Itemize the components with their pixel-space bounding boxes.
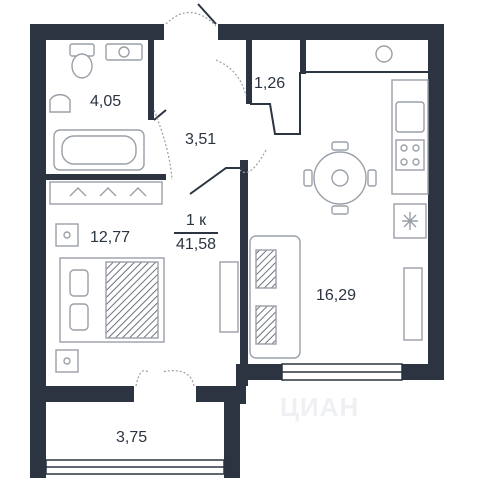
- bedroom-door-edge: [189, 167, 240, 195]
- wall-storage: [246, 40, 252, 104]
- inner-lines: [153, 71, 428, 195]
- wall-bath-bedroom: [46, 174, 166, 180]
- toilet-bowl: [71, 53, 93, 79]
- kitchen-sink: [395, 101, 425, 133]
- wall-storage-right: [300, 40, 306, 74]
- kitchen-counter: [391, 79, 429, 195]
- burner-3: [400, 158, 408, 166]
- living-tv-stand: [403, 267, 423, 341]
- burner-1: [400, 144, 408, 152]
- wall-left: [30, 24, 46, 404]
- sofa-cushion-top: [255, 249, 277, 289]
- area-label-bedroom: 12,77: [90, 229, 131, 246]
- chair-left: [303, 169, 313, 187]
- storage-outline: [250, 72, 301, 135]
- chair-bottom: [331, 205, 349, 215]
- rooms-count-label: 1 к: [185, 212, 207, 229]
- chair-right: [367, 169, 377, 187]
- storage-door-swing: [215, 59, 247, 97]
- wall-top-right: [218, 24, 444, 40]
- total-area-label: 41,58: [175, 235, 217, 253]
- furniture: [49, 43, 429, 373]
- lamp-top: [63, 231, 71, 239]
- hall-door-swing: [239, 149, 267, 174]
- wall-balcony-right: [224, 386, 240, 478]
- lamp-bottom: [63, 357, 71, 365]
- pillow-top: [69, 269, 89, 297]
- blanket: [105, 261, 159, 339]
- wall-bottom-bedroom-left: [30, 386, 134, 402]
- walls: [30, 24, 444, 478]
- fraction-bar: [174, 232, 218, 234]
- area-label-wc: 4,05: [90, 93, 122, 110]
- bedroom-tv-stand: [219, 261, 239, 333]
- dining-table-center: [331, 169, 349, 187]
- entrance-door: [197, 3, 217, 25]
- area-label-hall: 3,51: [185, 131, 217, 148]
- chair-top: [331, 141, 349, 151]
- snowflake-icon: [402, 212, 418, 230]
- entrance-door-swing: [165, 11, 217, 27]
- apartment-summary: 1 к 41,58: [168, 212, 224, 254]
- wall-balcony-left: [30, 386, 46, 478]
- watermark: ЦИАН: [280, 392, 360, 422]
- boiler: [375, 45, 393, 63]
- pillow-bottom: [69, 303, 89, 331]
- hangers: [69, 187, 147, 197]
- balcony-door-swing-left: [135, 370, 149, 387]
- sofa-cushion-bottom: [255, 305, 277, 345]
- burner-2: [412, 144, 420, 152]
- washing-machine-drum: [118, 46, 130, 58]
- bathtub-inner: [61, 135, 137, 165]
- wall-bath-hall: [148, 40, 154, 120]
- balcony-door-swing-right: [161, 370, 195, 387]
- windows: [45, 363, 403, 475]
- wall-top-left: [30, 24, 164, 40]
- bath-door-swing: [153, 109, 173, 181]
- area-label-balcony: 3,75: [116, 429, 148, 446]
- bath-sink: [49, 94, 71, 113]
- burner-4: [412, 158, 420, 166]
- stove: [395, 139, 425, 171]
- bath-door-edge: [153, 109, 167, 121]
- wall-right: [428, 24, 444, 380]
- wall-bedroom-living: [240, 160, 248, 386]
- door-swings: [135, 11, 267, 387]
- area-label-living: 16,29: [316, 287, 357, 304]
- area-label-storage: 1,26: [254, 75, 286, 92]
